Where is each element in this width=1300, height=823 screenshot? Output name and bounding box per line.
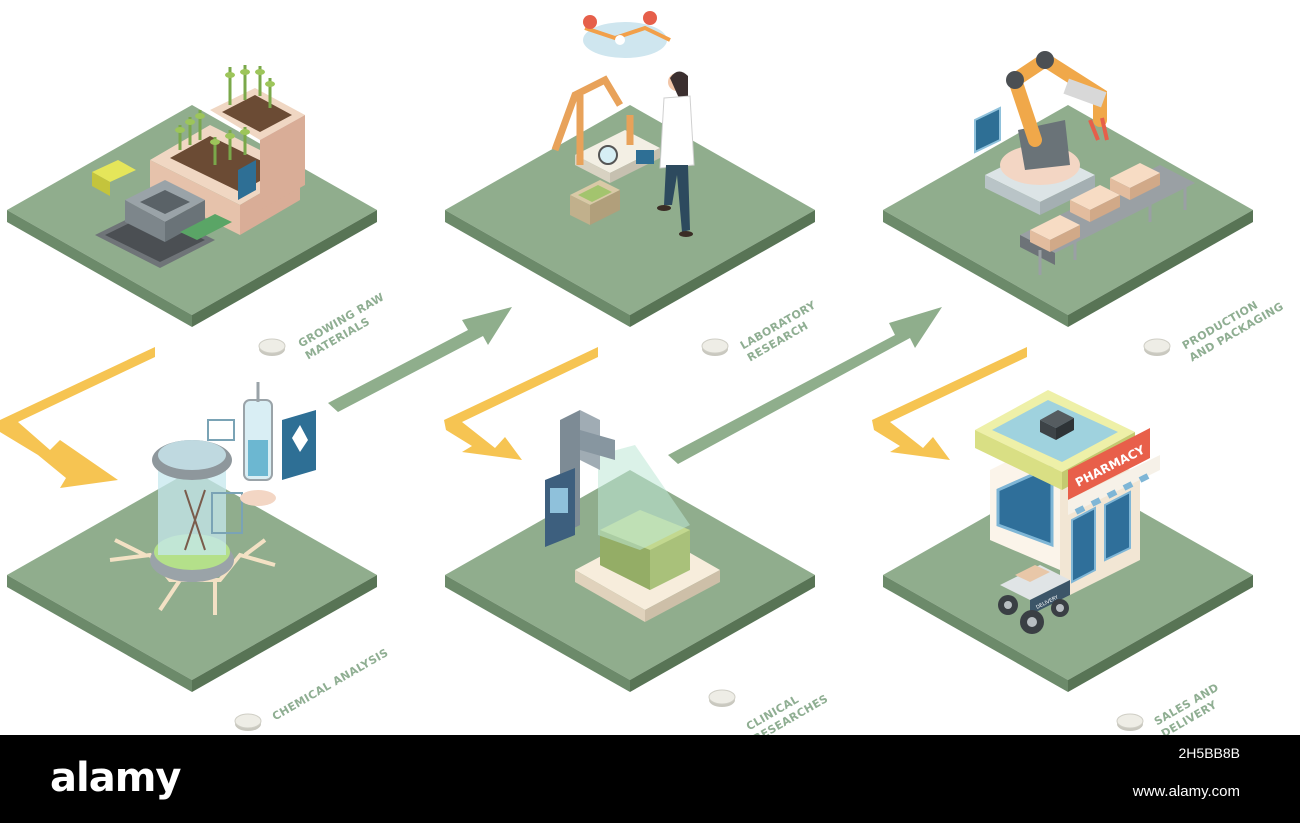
pill-icon (1116, 713, 1144, 732)
pill-icon (708, 689, 736, 708)
arrow-clinical-to-production (668, 307, 942, 464)
clinical-illustration (545, 410, 720, 622)
arrow-lab-to-clinical (444, 347, 598, 460)
chemical-illustration (109, 382, 316, 615)
watermark-image-id: 2H5BB8B (1178, 745, 1240, 761)
lab-illustration (551, 11, 695, 237)
watermark-footer: alamy 2H5BB8B www.alamy.com (0, 735, 1300, 823)
arrow-production-to-sales (872, 347, 1027, 460)
arrow-growing-to-chemical (0, 347, 155, 488)
watermark-site: www.alamy.com (1132, 783, 1240, 800)
production-illustration (974, 51, 1195, 275)
process-diagram: PHARMACY DELIVERY (0, 11, 1253, 732)
sales-illustration: PHARMACY DELIVERY (975, 390, 1160, 634)
pill-icon (258, 338, 286, 357)
growing-illustration (92, 65, 305, 268)
pill-icon (701, 338, 729, 357)
pill-icon (234, 713, 262, 732)
arrow-chemical-to-lab (328, 307, 512, 412)
pill-icon (1143, 338, 1171, 357)
watermark-brand: alamy (50, 755, 181, 801)
